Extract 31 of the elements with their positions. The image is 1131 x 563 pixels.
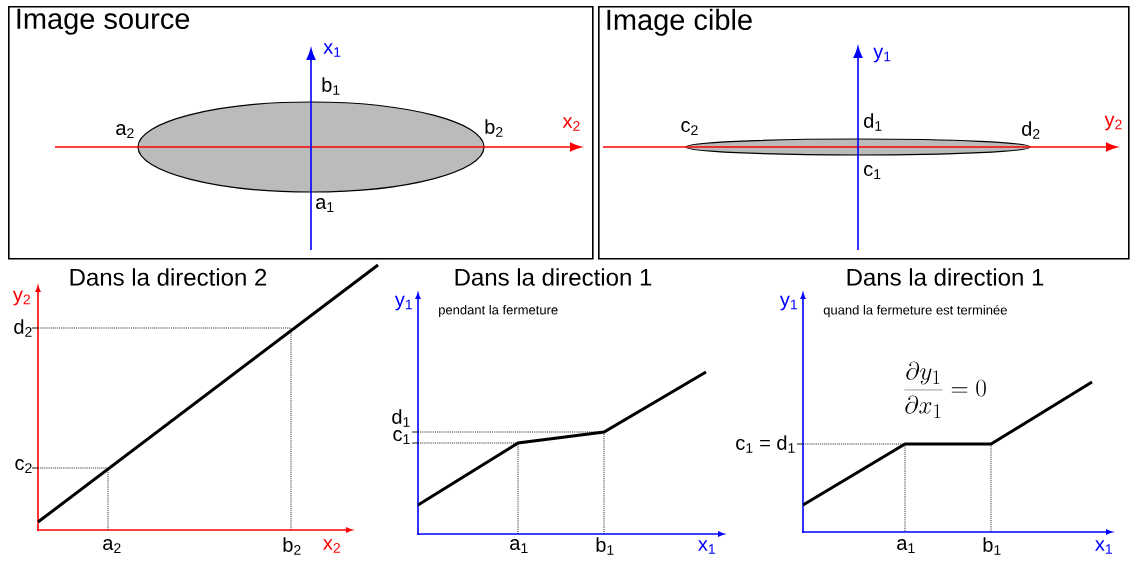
point-label: b$_{1}$ xyxy=(596,537,614,555)
axis-label: y$_{1}$ xyxy=(873,47,891,63)
axis-label: y$_{2}$ xyxy=(12,290,30,306)
point-label: c$_{1}$ xyxy=(393,430,410,444)
graph-title: Dans la direction 1 xyxy=(455,268,652,286)
axis-label: y$_{1}$ xyxy=(779,295,797,311)
point-label: c$_{2}$ xyxy=(15,459,32,473)
point-label: b$_{1}$ xyxy=(983,537,1001,555)
ellipse xyxy=(137,101,485,193)
point-label: c$_{1}$ = d$_{1}$ xyxy=(736,435,795,453)
point-label: a$_{2}$ xyxy=(103,539,121,553)
point-label: a$_{1}$ xyxy=(510,539,528,553)
point-label: d$_{2}$ xyxy=(1022,121,1040,139)
point-label: d$_{1}$ xyxy=(392,409,410,427)
axis-label: x$_{1}$ xyxy=(698,540,715,554)
axis-label: x$_{2}$ xyxy=(562,117,580,131)
graph-title: Dans la direction 2 xyxy=(70,268,267,286)
axis-label: y$_{1}$ xyxy=(394,295,412,311)
axis-label: y$_{2}$ xyxy=(1104,115,1122,131)
point-label: c$_{2}$ xyxy=(681,121,698,135)
formula: $\frac{\partial y_1}{\partial x_1} = 0$ xyxy=(904,361,986,418)
graph-subtitle: quand la fermeture est terminée xyxy=(823,304,1007,318)
graph-title: Dans la direction 1 xyxy=(847,268,1044,286)
point-label: d$_{2}$ xyxy=(14,319,32,337)
axis-label: x$_{2}$ xyxy=(323,539,340,553)
point-label: b$_{2}$ xyxy=(283,537,301,555)
axis-label: x$_{1}$ xyxy=(323,43,341,57)
ellipse xyxy=(685,138,1031,156)
graph-subtitle: pendant la fermeture xyxy=(439,304,558,318)
point-label: a$_{1}$ xyxy=(897,539,915,553)
axis-label: x$_{1}$ xyxy=(1095,540,1112,554)
